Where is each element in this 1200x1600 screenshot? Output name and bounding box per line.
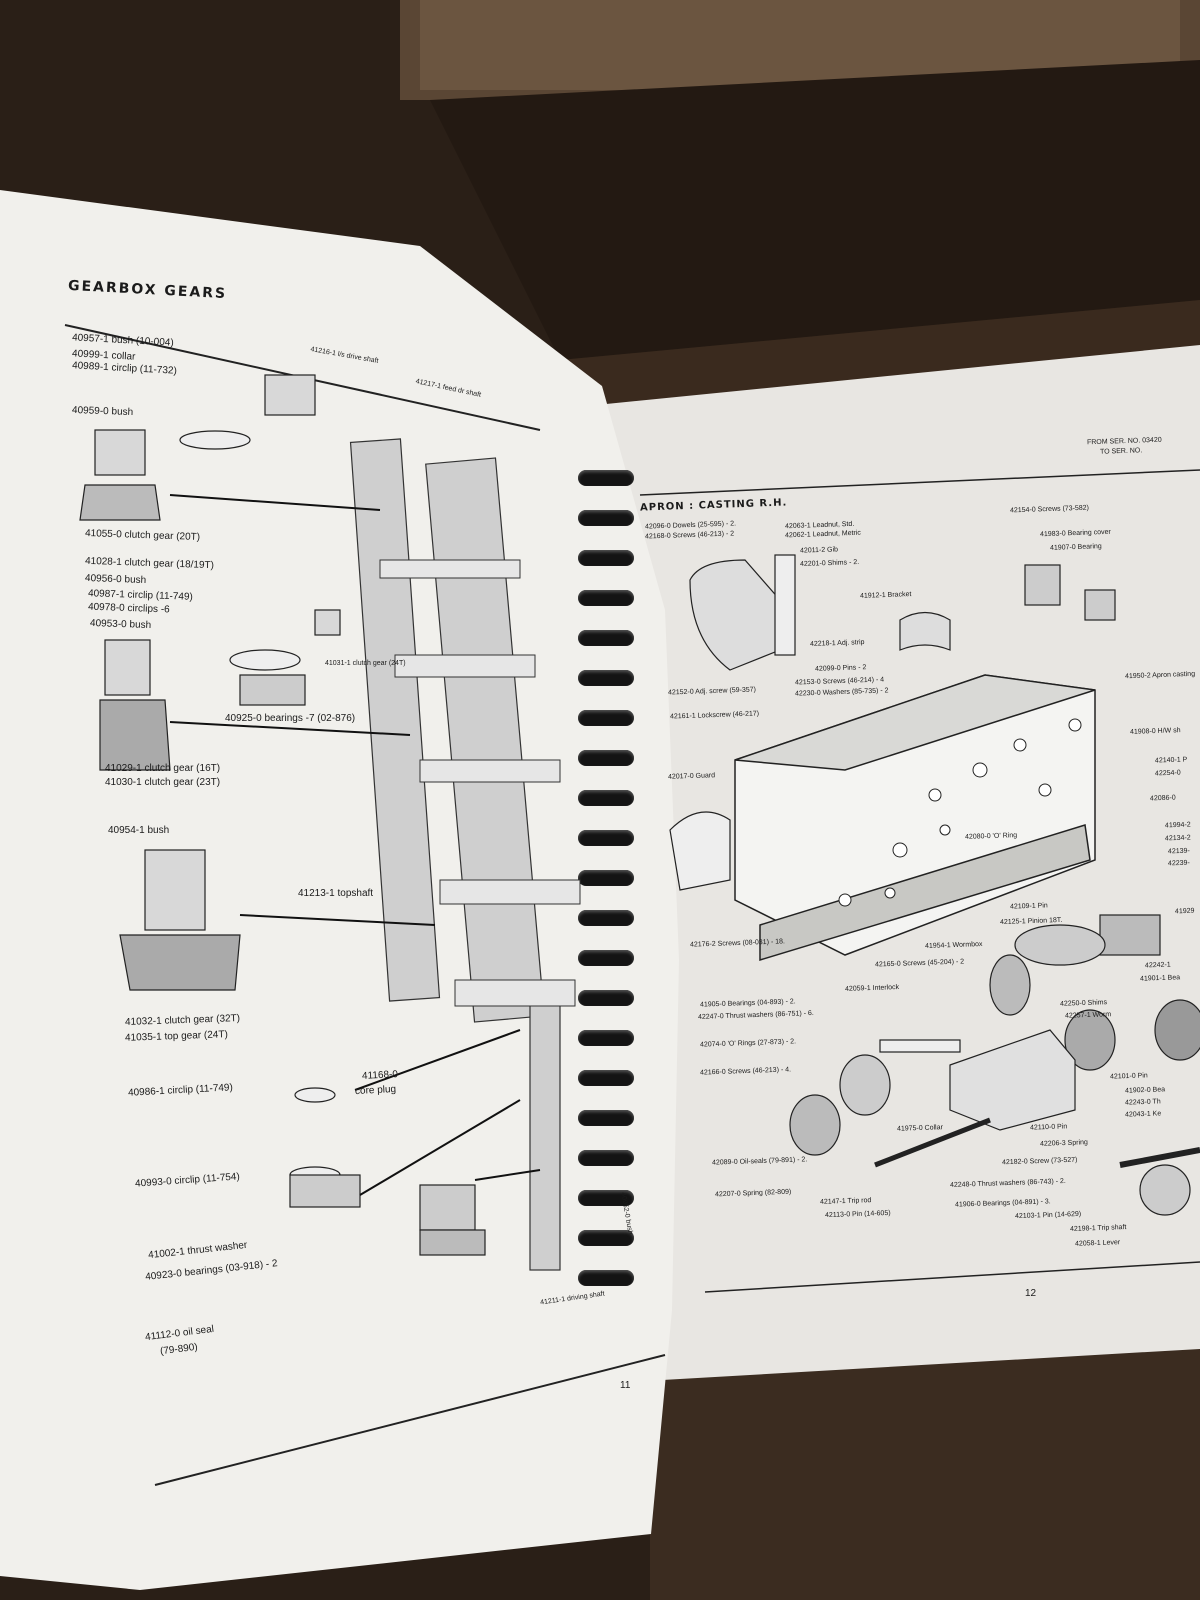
part-label: 42140-1 P xyxy=(1154,756,1188,765)
binding-ring xyxy=(578,1030,634,1046)
spiral-binding xyxy=(578,470,648,1290)
serial-note: TO SER. NO. xyxy=(1099,447,1143,456)
binding-ring xyxy=(578,470,634,486)
binding-ring xyxy=(578,750,634,766)
part-label: 42101-0 Pin xyxy=(1109,1072,1148,1081)
binding-ring xyxy=(578,1070,634,1086)
part-label: 42109-1 Pin xyxy=(1009,902,1048,911)
page-number: 11 xyxy=(620,1380,631,1391)
binding-ring xyxy=(578,510,634,526)
binding-ring xyxy=(578,830,634,846)
binding-ring xyxy=(578,670,634,686)
binding-ring xyxy=(578,870,634,886)
part-label: 40925-0 bearings -7 (02-876) xyxy=(225,713,356,724)
binding-ring xyxy=(578,1150,634,1166)
part-label: 42139- xyxy=(1167,847,1190,856)
part-label: 42254-0 xyxy=(1154,769,1181,778)
part-label: 42242-1 xyxy=(1144,961,1171,970)
part-label: 42239- xyxy=(1167,859,1190,868)
part-label: 42110-0 Pin xyxy=(1029,1123,1068,1132)
part-label: 41030-1 clutch gear (23T) xyxy=(105,777,221,788)
part-label: 40953-0 bush xyxy=(89,617,152,632)
part-label: 42243-0 Th xyxy=(1124,1098,1161,1107)
part-label: 42134-2 xyxy=(1164,834,1191,843)
binding-ring xyxy=(578,950,634,966)
part-label: 41213-1 topshaft xyxy=(298,888,374,899)
part-label: 42011-2 Gib xyxy=(799,546,839,555)
binding-ring xyxy=(578,1110,634,1126)
page-number: 12 xyxy=(1025,1288,1037,1299)
binding-ring xyxy=(578,1270,634,1286)
part-label: 41902-0 Bea xyxy=(1124,1086,1166,1095)
part-label: 40954-1 bush xyxy=(108,825,170,836)
binding-ring xyxy=(578,790,634,806)
part-label: 41901-1 Bea xyxy=(1139,974,1181,983)
binding-ring xyxy=(578,590,634,606)
part-label: 40956-0 bush xyxy=(84,572,147,587)
binding-ring xyxy=(578,550,634,566)
binding-ring xyxy=(578,990,634,1006)
part-label: 41029-1 clutch gear (16T) xyxy=(105,763,221,774)
part-label: 41031-1 clutch gear (24T) xyxy=(325,660,406,667)
binding-ring xyxy=(578,710,634,726)
binding-ring xyxy=(578,910,634,926)
binding-ring xyxy=(578,1230,634,1246)
part-label: 40959-0 bush xyxy=(71,404,134,419)
part-label: 42043-1 Ke xyxy=(1124,1110,1162,1119)
part-label: 41994-2 xyxy=(1164,821,1191,830)
binding-ring xyxy=(578,630,634,646)
part-label: 41168-0 xyxy=(361,1069,399,1082)
binding-ring xyxy=(578,1190,634,1206)
part-label: 41929 xyxy=(1174,907,1195,916)
part-label: core plug xyxy=(354,1083,397,1098)
part-label: 42086-0 xyxy=(1149,794,1176,803)
